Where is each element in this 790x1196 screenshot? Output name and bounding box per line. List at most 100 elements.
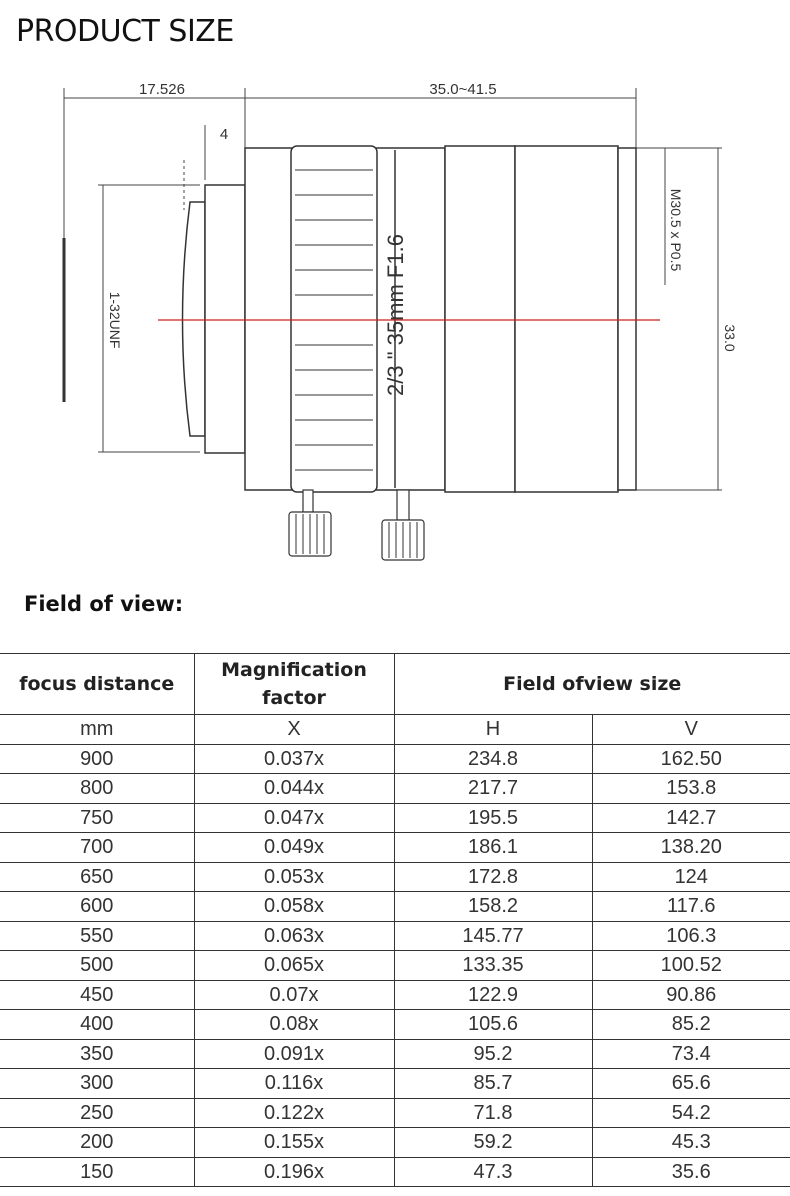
table-cell: 0.122x — [193, 1097, 395, 1128]
table-cell: 90.86 — [591, 979, 790, 1010]
unit-cell: X — [193, 714, 395, 745]
table-cell: 186.1 — [393, 832, 593, 863]
table-cell: 234.8 — [393, 743, 593, 774]
table-cell: 138.20 — [591, 832, 790, 863]
table-cell: 250 — [0, 1097, 195, 1128]
table-cell: 59.2 — [393, 1127, 593, 1158]
table-cell: 162.50 — [591, 743, 790, 774]
knurl-ridges — [295, 169, 373, 471]
diameter-label: 33.0 — [722, 324, 738, 351]
fov-table: focus distance Magnification factor Fiel… — [0, 653, 790, 1187]
table-cell: 0.155x — [193, 1127, 395, 1158]
table-cell: 71.8 — [393, 1097, 593, 1128]
table-cell: 0.037x — [193, 743, 395, 774]
col-focus-distance: focus distance — [0, 653, 195, 715]
table-cell: 0.065x — [193, 950, 395, 981]
table-cell: 47.3 — [393, 1156, 593, 1187]
table-cell: 450 — [0, 979, 195, 1010]
table-cell: 95.2 — [393, 1038, 593, 1069]
table-cell: 150 — [0, 1156, 195, 1187]
table-cell: 0.053x — [193, 861, 395, 892]
table-cell: 550 — [0, 920, 195, 951]
table-cell: 650 — [0, 861, 195, 892]
table-cell: 0.116x — [193, 1068, 395, 1099]
table-cell: 124 — [591, 861, 790, 892]
table-cell: 122.9 — [393, 979, 593, 1010]
unit-cell: mm — [0, 714, 195, 745]
table-cell: 300 — [0, 1068, 195, 1099]
table-cell: 200 — [0, 1127, 195, 1158]
table-cell: 0.058x — [193, 891, 395, 922]
table-cell: 85.2 — [591, 1009, 790, 1040]
table-cell: 35.6 — [591, 1156, 790, 1187]
lens-dimension-drawing: 17.526 35.0~41.5 4 1-32UNF M30.5 x P0.5 … — [62, 81, 738, 561]
table-cell: 100.52 — [591, 950, 790, 981]
table-cell: 0.08x — [193, 1009, 395, 1040]
table-cell: 153.8 — [591, 773, 790, 804]
filter-thread-label: M30.5 x P0.5 — [668, 189, 684, 272]
table-cell: 45.3 — [591, 1127, 790, 1158]
table-header-row: focus distance Magnification factor Fiel… — [0, 653, 790, 715]
lens-marking: 2/3 " 35mm F1.6 — [383, 234, 408, 396]
table-cell: 195.5 — [393, 802, 593, 833]
table-cell: 900 — [0, 743, 195, 774]
table-cell: 0.049x — [193, 832, 395, 863]
table-cell: 0.047x — [193, 802, 395, 833]
dimension-lines — [63, 88, 722, 491]
table-cell: 172.8 — [393, 861, 593, 892]
table-cell: 106.3 — [591, 920, 790, 951]
page-title: PRODUCT SIZE — [16, 14, 234, 49]
table-cell: 0.196x — [193, 1156, 395, 1187]
dim-flange-label: 17.526 — [139, 81, 185, 98]
table-cell: 133.35 — [393, 950, 593, 981]
table-cell: 600 — [0, 891, 195, 922]
table-cell: 105.6 — [393, 1009, 593, 1040]
unit-cell: H — [393, 714, 593, 745]
table-cell: 65.6 — [591, 1068, 790, 1099]
table-cell: 217.7 — [393, 773, 593, 804]
col-fov-size: Field ofview size — [393, 653, 790, 715]
table-cell: 700 — [0, 832, 195, 863]
table-cell: 145.77 — [393, 920, 593, 951]
table-cell: 0.063x — [193, 920, 395, 951]
lens-body — [62, 145, 637, 493]
dim-length-label: 35.0~41.5 — [429, 81, 496, 98]
locking-screws — [288, 489, 425, 561]
table-cell: 158.2 — [393, 891, 593, 922]
table-cell: 0.091x — [193, 1038, 395, 1069]
table-cell: 0.07x — [193, 979, 395, 1010]
table-cell: 750 — [0, 802, 195, 833]
table-cell: 800 — [0, 773, 195, 804]
table-cell: 54.2 — [591, 1097, 790, 1128]
dim-back-label: 4 — [220, 126, 228, 143]
table-cell: 350 — [0, 1038, 195, 1069]
table-cell: 85.7 — [393, 1068, 593, 1099]
col-magnification: Magnification factor — [193, 653, 395, 715]
table-cell: 0.044x — [193, 773, 395, 804]
table-cell: 142.7 — [591, 802, 790, 833]
table-cell: 400 — [0, 1009, 195, 1040]
table-cell: 500 — [0, 950, 195, 981]
table-cell: 117.6 — [591, 891, 790, 922]
thread-mount-label: 1-32UNF — [107, 292, 123, 349]
unit-cell: V — [591, 714, 790, 745]
table-units-row: mm X H V — [0, 714, 790, 745]
table-cell: 73.4 — [591, 1038, 790, 1069]
fov-heading: Field of view: — [24, 592, 184, 616]
